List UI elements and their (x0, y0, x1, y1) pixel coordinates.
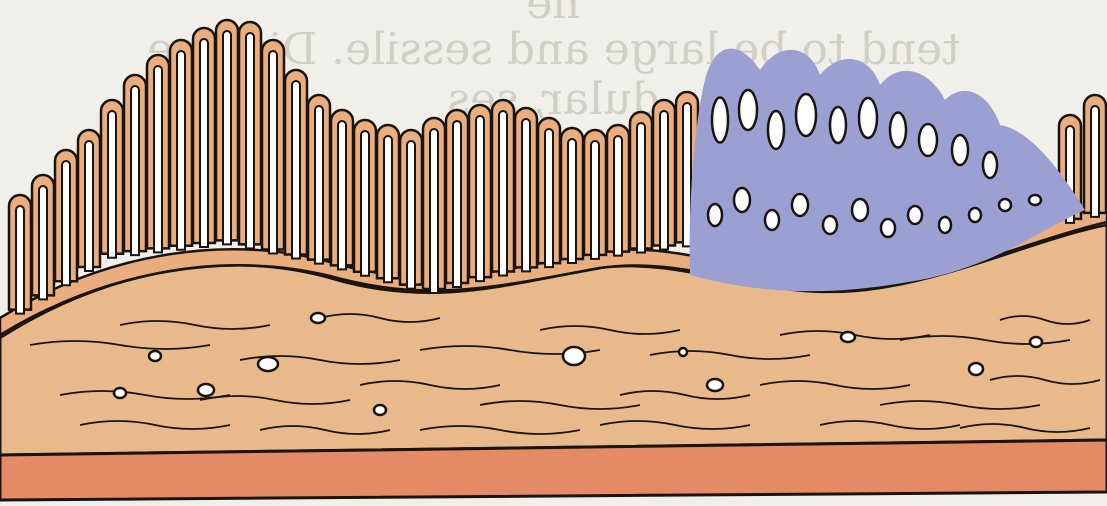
vessel (679, 348, 687, 356)
villus-lumen (660, 111, 668, 249)
villus-lumen (407, 141, 415, 289)
villus-lumen (614, 136, 622, 256)
villus-lumen (476, 116, 484, 281)
villus-lumen (223, 31, 231, 244)
vessel (311, 313, 325, 323)
lesion-gland (792, 194, 808, 216)
lesion-gland (765, 210, 779, 230)
villus-lumen (430, 129, 438, 293)
lesion-gland (952, 135, 968, 165)
villus-lumen (545, 129, 553, 267)
vessel (258, 357, 278, 371)
lesion-gland (712, 98, 728, 143)
villus-lumen (591, 141, 599, 259)
vessel (374, 405, 386, 415)
villus-lumen (637, 123, 645, 253)
lesion-gland (859, 98, 877, 138)
villus-lumen (16, 206, 24, 314)
villus-lumen (315, 106, 323, 264)
villus-lumen (85, 141, 93, 271)
villus-lumen (108, 111, 116, 258)
villus-lumen (361, 131, 369, 276)
villus-lumen (499, 111, 507, 275)
villus-lumen (338, 121, 346, 269)
villus-lumen (131, 86, 139, 255)
vessel (198, 384, 214, 396)
lesion-gland (969, 208, 981, 222)
lesion-gland (908, 206, 922, 224)
villus-lumen (292, 81, 300, 259)
lesion-gland (734, 188, 750, 212)
lesion-gland (708, 204, 722, 226)
vessel (114, 388, 126, 398)
villus-lumen (62, 161, 70, 285)
lesion-gland (830, 107, 846, 143)
lesion-gland (823, 216, 837, 234)
lesion-gland (999, 199, 1011, 211)
vessel (969, 363, 983, 375)
vessel (707, 379, 723, 391)
vessel (149, 351, 161, 361)
lesion-gland (768, 111, 784, 149)
villus-lumen (246, 33, 254, 248)
villus-lumen (453, 121, 461, 287)
villus-lumen (200, 39, 208, 247)
villus-lumen (269, 51, 277, 253)
villus-lumen (683, 103, 691, 246)
villus-lumen (1091, 106, 1099, 217)
lesion-gland (919, 124, 937, 156)
vessel (1030, 337, 1042, 347)
villus-lumen (177, 51, 185, 250)
lesion-gland (890, 113, 906, 148)
villus-lumen (522, 119, 530, 271)
villus-lumen (154, 66, 162, 252)
vessel (563, 347, 585, 365)
villus-lumen (568, 139, 576, 263)
lesion-gland (939, 217, 951, 233)
lesion-gland (881, 219, 895, 237)
lesion-gland (1029, 195, 1041, 205)
vessel (841, 332, 855, 342)
villus-lumen (39, 186, 47, 299)
lesion-gland (983, 152, 997, 178)
lesion-gland (796, 94, 816, 136)
villus-lumen (384, 136, 392, 282)
lesion-gland (852, 199, 868, 221)
lesion-gland (739, 90, 757, 130)
